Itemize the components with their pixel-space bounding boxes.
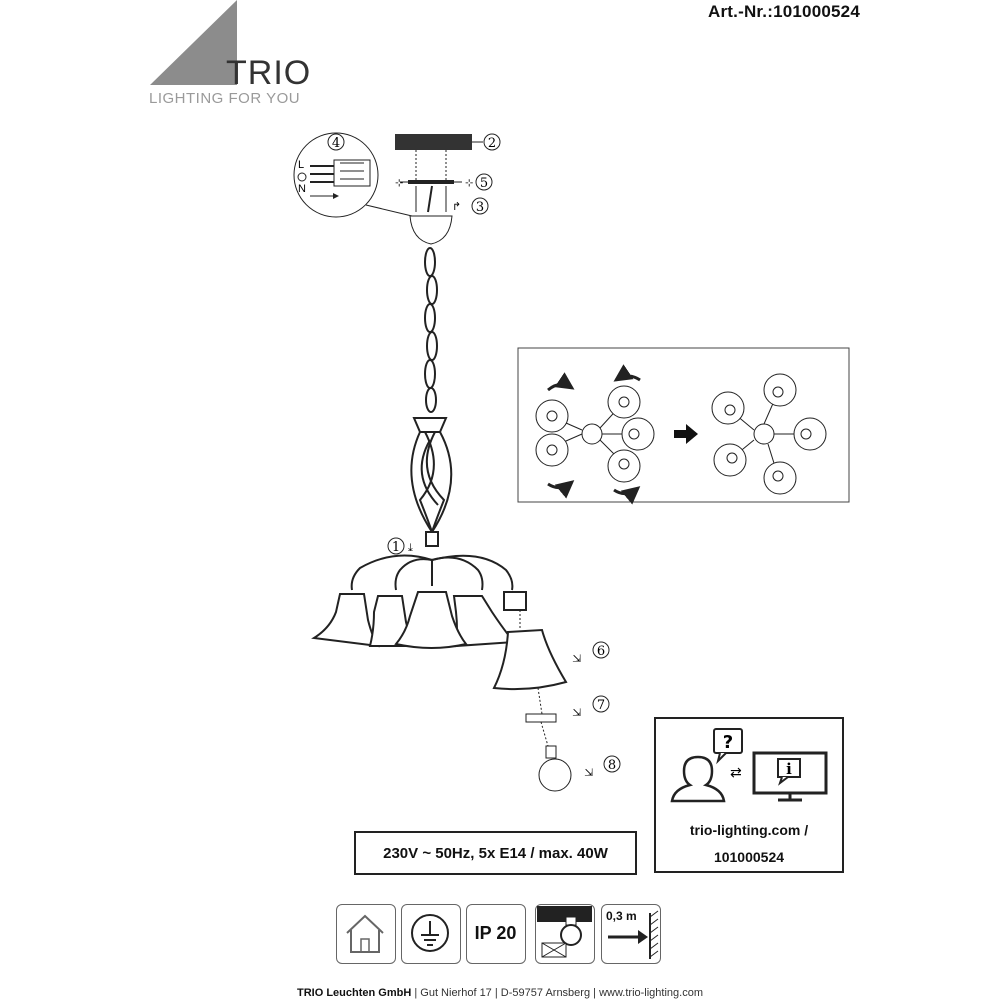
callout-2: 2 (488, 136, 496, 151)
min-distance-symbol: 0,3 m (601, 904, 661, 964)
distance-arrow-icon (608, 910, 659, 959)
indoor-use-symbol (336, 904, 396, 964)
callout-8: 8 (608, 758, 616, 773)
info-article-number: 101000524 (713, 849, 785, 865)
chain (424, 247, 438, 413)
min-distance: 0,3 m (606, 909, 637, 923)
lamp-arms (350, 554, 514, 591)
no-insulation-cover-symbol (535, 904, 595, 964)
twisted-stem (410, 417, 453, 547)
svg-text:⊹: ⊹ (395, 178, 403, 189)
house-icon (346, 914, 384, 953)
earth-ground-icon (411, 914, 449, 952)
ip-rating-symbol: IP 20 (466, 904, 526, 964)
callout-7: 7 (597, 698, 605, 713)
svg-text:⇲: ⇲ (584, 766, 593, 779)
footer: TRIO Leuchten GmbH | Gut Nierhof 17 | D-… (0, 987, 1000, 999)
user-info-icon: ? ⇄ i (670, 728, 828, 803)
no-cover-icon (537, 906, 592, 958)
footer-sep: | (593, 987, 596, 999)
protection-class-symbol (401, 904, 461, 964)
svg-text:⇄: ⇄ (730, 765, 742, 781)
brand-name: TRIO (226, 54, 312, 92)
wire-live-label: L (298, 159, 304, 171)
arm-rotation-inset (517, 347, 850, 505)
info-url[interactable]: trio-lighting.com / (689, 822, 809, 838)
svg-text:⤓: ⤓ (408, 542, 413, 554)
footer-city: D-59757 Arnsberg (500, 987, 591, 999)
brand-slogan: LIGHTING FOR YOU (149, 90, 301, 107)
question-mark: ? (723, 732, 733, 753)
footer-address: Gut Nierhof 17 (420, 987, 492, 999)
info-mark: i (786, 760, 792, 778)
ceiling-mount: 2 ⊹ ⊹ 5 ↱ 3 (395, 133, 501, 245)
svg-text:⇲: ⇲ (572, 706, 581, 719)
svg-text:↱: ↱ (452, 201, 461, 213)
callout-3: 3 (476, 200, 484, 215)
svg-text:⊹: ⊹ (465, 178, 473, 189)
callout-5: 5 (480, 176, 488, 191)
online-info-box: ? ⇄ i trio-lighting.com / 101000524 (654, 717, 844, 873)
callout-1: 1 (392, 540, 400, 555)
wiring-detail: 4 L N (293, 132, 413, 218)
footer-sep: | (414, 987, 418, 999)
callout-6: 6 (597, 644, 605, 659)
ip-rating: IP 20 (474, 923, 517, 943)
footer-web[interactable]: www.trio-lighting.com (599, 987, 703, 999)
wire-neutral-label: N (298, 183, 306, 195)
svg-text:⇲: ⇲ (572, 652, 581, 665)
footer-sep: | (494, 987, 498, 999)
footer-company: TRIO Leuchten GmbH (297, 987, 412, 999)
bulb-parts (519, 610, 572, 792)
article-number: Art.-Nr.:101000524 (708, 2, 860, 21)
callout-4: 4 (332, 136, 340, 151)
electrical-spec: 230V ~ 50Hz, 5x E14 / max. 40W (354, 831, 637, 875)
glass-shades (311, 591, 568, 691)
trio-logo-triangle (150, 0, 237, 85)
